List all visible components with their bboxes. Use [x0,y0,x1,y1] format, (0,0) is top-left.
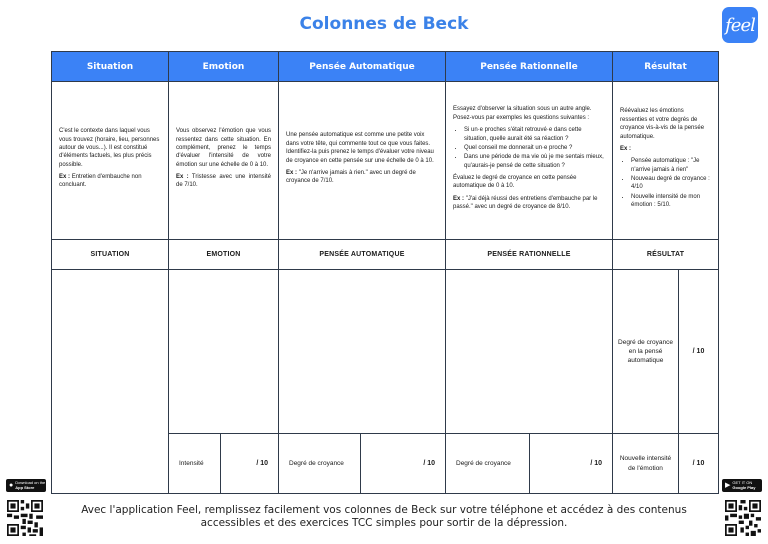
footer-promo-text: Avec l'application Feel, remplissez faci… [81,504,687,530]
feel-logo-text: feel [725,14,756,36]
apple-icon: ● [9,482,14,489]
subheader-resultat: RÉSULTAT [612,239,720,270]
list-item: Dans une période de ma vie où je me sent… [464,153,605,170]
desc-pensee-rat-questions: Si un·e proches s'était retrouvé·e dans … [464,126,605,170]
emotion-entry-cell[interactable] [168,269,279,434]
list-item: Si un·e proches s'était retrouvé·e dans … [464,126,605,143]
header-resultat: Résultat [612,51,720,82]
list-item: Quel conseil me donnerait un·e proche ? [464,144,605,152]
desc-resultat-intro: Réévaluez les émotions ressenties et vot… [620,108,705,140]
desc-pensee-rat-intro: Essayez d'observer la situation sous un … [453,106,592,121]
play-icon: ▶ [725,482,731,489]
subheader-pensee-rationnelle: PENSÉE RATIONNELLE [444,239,614,270]
desc-emotion: Vous observez l'émotion que vous ressent… [168,81,279,240]
desc-pensee-rat-evaluate: Évaluez le degré de croyance en cette pe… [453,175,577,190]
pensee-auto-croyance-score[interactable]: / 10 [360,433,446,494]
list-item: Pensée automatique : "Je n'arrive jamais… [631,157,711,174]
situation-entry-cell[interactable] [51,269,169,494]
list-item: Nouvelle intensité de mon émotion : 5/10… [631,193,711,210]
pensee-rat-entry-cell[interactable] [444,269,614,434]
emotion-intensite-label: Intensité [168,433,221,494]
worksheet-row: Degré de croyance en la pensé automatiqu… [51,269,720,494]
page-title: Colonnes de Beck [299,14,469,34]
result-intensite-score[interactable]: / 10 [678,433,720,494]
desc-pensee-rationnelle: Essayez d'observer la situation sous un … [444,81,614,240]
header-emotion: Emotion [168,51,279,82]
subheader-emotion: EMOTION [168,239,279,270]
header-row: Situation Emotion Pensée Automatique Pen… [51,51,720,82]
result-croyance-score[interactable]: / 10 [678,269,720,434]
desc-emotion-example: Ex : Tristesse avec une intensité de 7/1… [176,174,271,189]
desc-resultat: Réévaluez les émotions ressenties et vot… [612,81,720,240]
desc-resultat-items: Pensée automatique : "Je n'arrive jamais… [631,157,711,209]
result-intensite-label: Nouvelle intensité de l'émotion [612,433,680,494]
emotion-intensite-score[interactable]: / 10 [220,433,279,494]
desc-pensee-auto-example: Ex : "Je n'arrive jamais à rien." avec u… [286,169,416,185]
desc-pensee-rat-example: Ex : "J'ai déjà réussi des entretiens d'… [453,195,598,211]
qr-code-icon [725,500,761,536]
desc-pensee-automatique: Une pensée automatique est comme une pet… [278,81,446,240]
subheader-pensee-automatique: PENSÉE AUTOMATIQUE [278,239,446,270]
pensee-rat-croyance-label: Degré de croyance [445,433,530,494]
header-pensee-rationnelle: Pensée Rationnelle [444,51,614,82]
desc-situation-text: C'est le contexte dans laquel vous vous … [59,128,160,168]
pensee-auto-croyance-label: Degré de croyance [278,433,361,494]
header-situation: Situation [51,51,169,82]
desc-situation: C'est le contexte dans laquel vous vous … [51,81,169,240]
feel-logo: feel [722,7,758,43]
score-row: Intensité / 10 Degré de croyance / 10 De… [52,433,720,494]
description-row: C'est le contexte dans laquel vous vous … [51,81,720,240]
desc-pensee-auto-text: Une pensée automatique est comme une pet… [286,132,434,164]
header-pensee-automatique: Pensée Automatique [278,51,446,82]
subheader-situation: SITUATION [51,239,169,270]
beck-columns-table: Situation Emotion Pensée Automatique Pen… [51,51,720,494]
list-item: Nouveau degré de croyance : 4/10 [631,175,711,192]
pensee-auto-entry-cell[interactable] [278,269,446,434]
pensee-rat-croyance-score[interactable]: / 10 [528,433,614,494]
subheader-row: SITUATION EMOTION PENSÉE AUTOMATIQUE PEN… [51,239,720,270]
desc-emotion-text: Vous observez l'émotion que vous ressent… [176,128,271,168]
desc-situation-example: Ex : Entretien d'embauche non concluant. [59,174,142,189]
desc-resultat-example-label: Ex : [620,145,632,152]
qr-code-icon [7,500,43,536]
result-croyance-label: Degré de croyance en la pensé automatiqu… [612,269,680,434]
